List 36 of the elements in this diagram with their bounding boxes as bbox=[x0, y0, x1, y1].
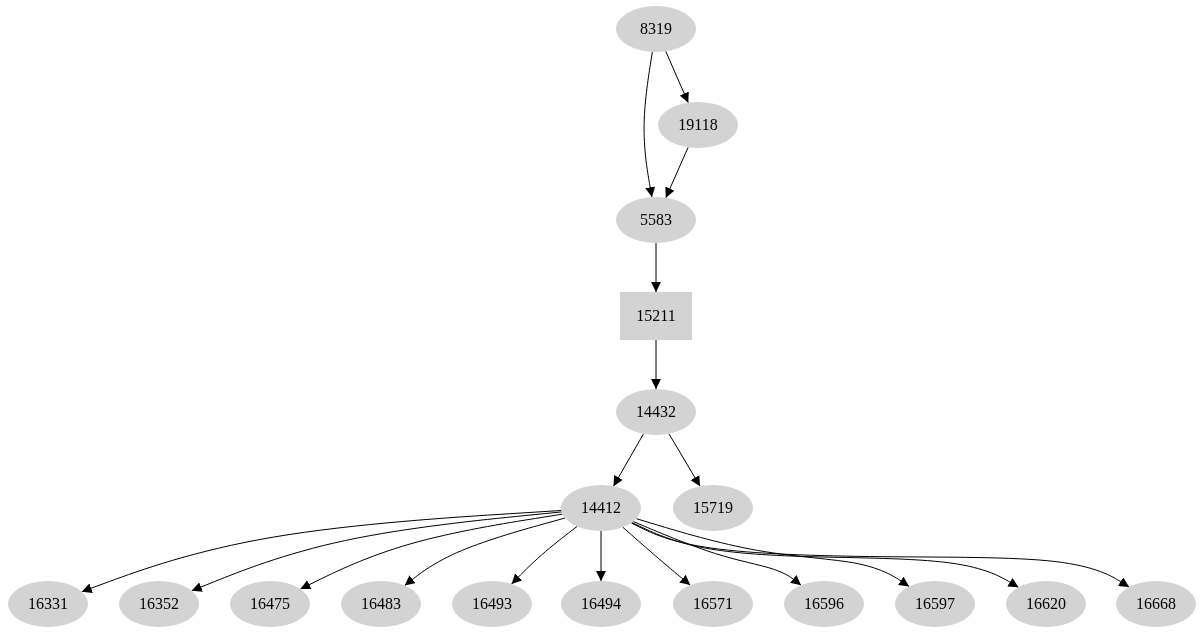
ellipse-node: 16331 bbox=[8, 581, 88, 627]
arrow bbox=[299, 513, 563, 590]
arrow bbox=[622, 526, 691, 586]
ellipse-node: 15719 bbox=[673, 485, 753, 531]
arrow bbox=[665, 146, 689, 199]
arrow bbox=[635, 518, 910, 587]
ellipse-node: 8319 bbox=[616, 6, 696, 52]
arrow bbox=[596, 530, 606, 582]
arrow bbox=[668, 433, 701, 487]
ellipse-node: 14432 bbox=[616, 389, 696, 435]
arrow bbox=[643, 51, 656, 198]
ellipse-node: 14412 bbox=[561, 485, 641, 531]
arrow bbox=[651, 339, 661, 390]
arrow bbox=[651, 242, 661, 293]
arrow bbox=[630, 522, 1130, 588]
ellipse-node: 19118 bbox=[658, 102, 738, 148]
ellipse-node: 16597 bbox=[895, 581, 975, 627]
ellipse-node: 16493 bbox=[452, 581, 532, 627]
ellipse-node: 16596 bbox=[784, 581, 864, 627]
ellipse-node: 16494 bbox=[561, 581, 641, 627]
ellipse-node: 16483 bbox=[341, 581, 421, 627]
arrow bbox=[631, 522, 1019, 588]
ellipse-node: 16475 bbox=[230, 581, 310, 627]
arrow bbox=[632, 521, 802, 586]
arrow bbox=[665, 50, 689, 104]
arrow bbox=[404, 517, 566, 586]
ellipse-node: 16620 bbox=[1006, 581, 1086, 627]
ellipse-node: 16571 bbox=[673, 581, 753, 627]
ellipse-node: 16668 bbox=[1116, 581, 1196, 627]
arrow bbox=[191, 511, 563, 592]
process-box: 15211 bbox=[620, 292, 692, 340]
ellipse-node: 5583 bbox=[616, 197, 696, 243]
arrow bbox=[613, 433, 644, 487]
arrow bbox=[81, 510, 562, 593]
ellipse-node: 16352 bbox=[119, 581, 199, 627]
arrow bbox=[511, 525, 578, 585]
